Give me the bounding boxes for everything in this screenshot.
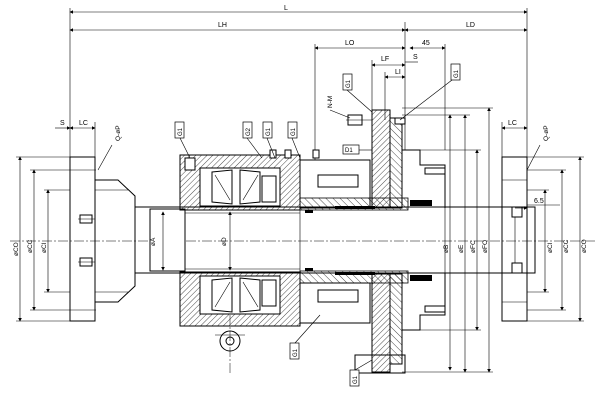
callout-g1-e: G1 (399, 63, 461, 121)
dim-LO: LO (345, 40, 355, 47)
seal-housing (299, 159, 409, 324)
dim-phiD: øD (221, 237, 228, 246)
svg-text:G1: G1 (291, 127, 297, 136)
dim-phiCC-left: øCC (27, 239, 34, 253)
right-flange: LC Q-øP 6.5 øCI øCC øCO (501, 120, 588, 322)
svg-text:G2: G2 (246, 127, 252, 136)
dim-S-top: S (413, 54, 418, 61)
svg-text:G1: G1 (353, 375, 359, 384)
right-housing (402, 149, 446, 331)
dim-LC-right: LC (508, 120, 517, 127)
dim-phiFC: øFC (470, 240, 477, 253)
dim-phiCI-right: øCI (547, 242, 554, 253)
callout-g1-d: G1 (342, 73, 373, 113)
label-NM-text: N-M (327, 96, 334, 108)
dim-LF: LF (381, 56, 389, 63)
dim-S-left: S (60, 120, 65, 127)
dim-LC-left: LC (79, 120, 88, 127)
bearing-housing (179, 149, 320, 352)
dim-phiB: øB (443, 245, 450, 253)
dim-phiCO-left: øCO (13, 242, 20, 256)
svg-text:G1: G1 (266, 127, 272, 136)
label-NM: N-M (327, 96, 351, 119)
clutch-disc (346, 109, 406, 374)
callout-g1-b: G1 (262, 121, 276, 159)
dim-phiCO-right: øCO (581, 239, 588, 253)
shaft: øA øD (134, 206, 536, 274)
dim-LH: LH (218, 22, 227, 29)
svg-text:G1: G1 (346, 79, 352, 88)
label-D1: D1 (342, 144, 372, 155)
dim-LI: LI (395, 69, 401, 76)
svg-text:G1: G1 (178, 127, 184, 136)
left-flange: S LC Q-øP øCO øCC øCI (13, 120, 136, 322)
svg-text:G1: G1 (293, 348, 299, 357)
dim-QP-left: Q-øP (115, 125, 122, 141)
center-dimensions: øB øE øFC øFO (402, 107, 493, 373)
callout-g1-g: G1 (349, 359, 373, 387)
callout-g2: G2 (242, 121, 263, 159)
label-D1-text: D1 (345, 148, 353, 154)
callout-g1-f: G1 (289, 314, 321, 360)
top-dimensions: L LH LD LO 45 LF S LI (69, 5, 528, 160)
dim-LD: LD (466, 22, 475, 29)
dim-phiCI-left: øCI (41, 242, 48, 253)
dim-phiE: øE (458, 244, 465, 253)
center-lines (10, 240, 595, 375)
callout-g1-a: G1 (174, 121, 191, 159)
callout-g1-c: G1 (287, 121, 301, 159)
dim-45: 45 (422, 40, 430, 47)
svg-text:G1: G1 (454, 69, 460, 78)
dim-QP-right: Q-øP (543, 125, 550, 141)
dim-L: L (284, 5, 288, 12)
dim-phiCC-right: øCC (563, 239, 570, 253)
dim-6-5: 6.5 (534, 198, 544, 205)
dim-phiFO: øFO (482, 240, 489, 253)
dim-phiA: øA (150, 237, 157, 246)
